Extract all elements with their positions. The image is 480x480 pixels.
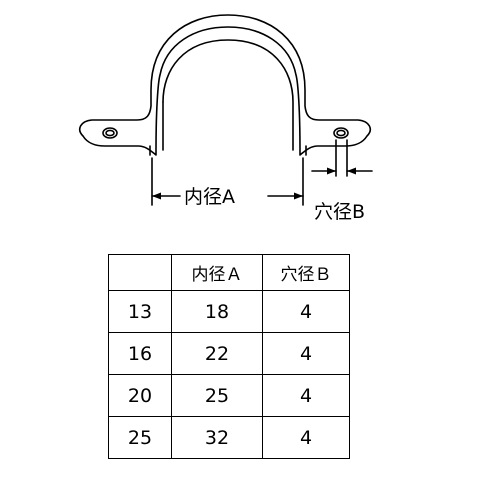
arrow-b-right-icon xyxy=(347,167,356,175)
arrow-a-left-icon xyxy=(152,192,161,200)
hole-diameter-cell: 4 xyxy=(262,290,350,333)
pipe-saddle-drawing: 内径A 穴径B xyxy=(79,14,373,223)
table-row: 16 22 4 xyxy=(108,332,350,375)
inner-diameter-cell: 25 xyxy=(171,374,263,417)
table-row: 25 32 4 xyxy=(108,416,350,459)
label-inner-diameter: 内径A xyxy=(184,186,235,208)
right-hole xyxy=(333,127,349,139)
left-hole xyxy=(102,127,118,139)
arrow-b-left-icon xyxy=(327,167,336,175)
hole-diameter-cell: 4 xyxy=(262,374,350,417)
inner-diameter-cell: 32 xyxy=(171,416,263,459)
hole-diameter-cell: 4 xyxy=(262,416,350,459)
inner-diameter-cell: 22 xyxy=(171,332,263,375)
saddle-inner-arc xyxy=(162,39,294,151)
size-cell: 25 xyxy=(108,416,172,459)
label-hole-diameter: 穴径B xyxy=(314,201,365,223)
table-row: 20 25 4 xyxy=(108,374,350,417)
size-cell: 20 xyxy=(108,374,172,417)
table-header-row: 内径Ａ 穴径Ｂ xyxy=(108,254,350,291)
inner-diameter-cell: 18 xyxy=(171,290,263,333)
hole-diameter-cell: 4 xyxy=(262,332,350,375)
table-row: 13 18 4 xyxy=(108,290,350,333)
header-hole-diameter: 穴径Ｂ xyxy=(262,254,350,291)
table-corner-cell xyxy=(108,254,172,291)
spec-table: 内径Ａ 穴径Ｂ 13 18 4 16 22 4 20 25 4 25 32 4 xyxy=(108,254,350,459)
saddle-outline xyxy=(79,14,371,156)
size-cell: 16 xyxy=(108,332,172,375)
arrow-a-right-icon xyxy=(294,192,303,200)
header-inner-diameter: 内径Ａ xyxy=(171,254,263,291)
size-cell: 13 xyxy=(108,290,172,333)
